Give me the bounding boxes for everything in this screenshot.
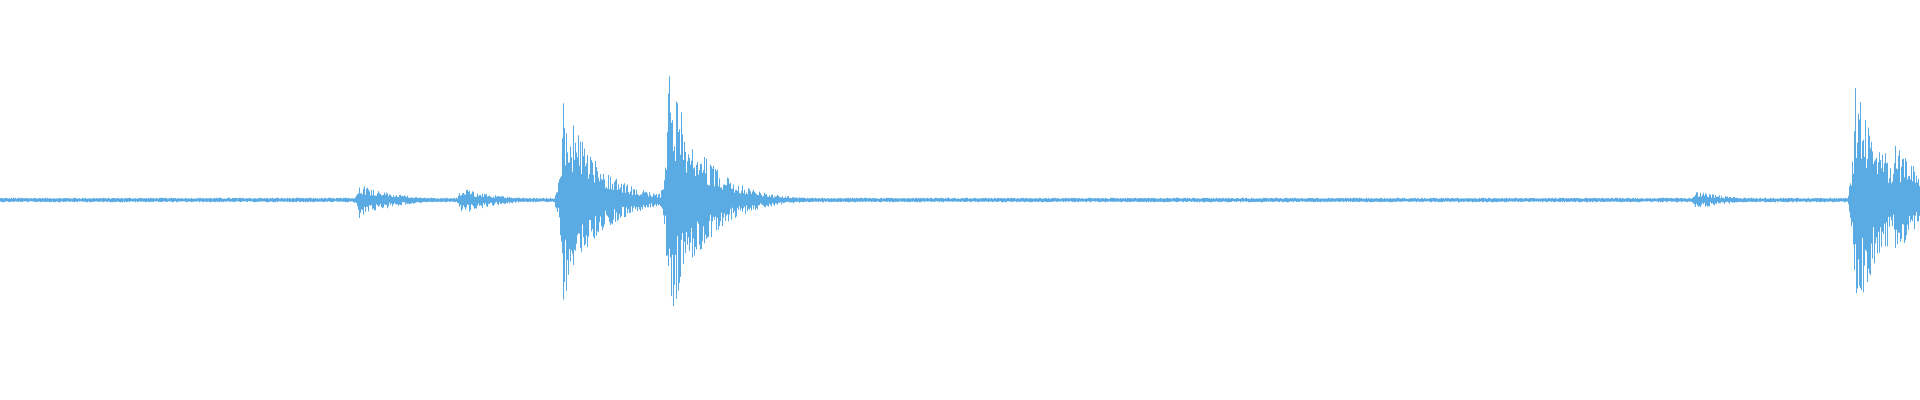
waveform-samples bbox=[0, 76, 1920, 307]
